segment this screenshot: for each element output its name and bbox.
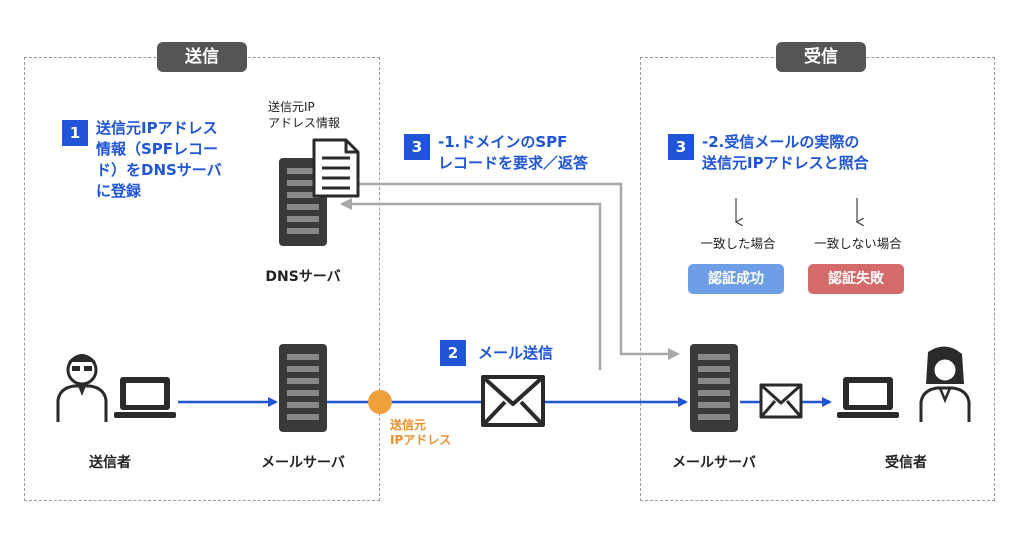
sender-mail-server-icon — [279, 344, 327, 432]
receiver-person-icon — [919, 346, 971, 422]
sender-person-icon — [56, 354, 108, 422]
dns-doc-label: 送信元IP アドレス情報 — [268, 100, 341, 130]
step1-badge: 1 — [62, 120, 88, 146]
step3-2-badge: 3 — [668, 134, 694, 160]
sender-zone-label: 送信 — [157, 42, 247, 72]
dns-server-label: DNSサーバ — [265, 269, 341, 285]
receiver-laptop-icon — [837, 377, 899, 418]
sender-label: 送信者 — [89, 455, 131, 471]
auth-success-badge: 認証成功 — [688, 264, 784, 294]
step1-text: 送信元IPアドレス 情報（SPFレコー ド）をDNSサーバ に登録 — [96, 119, 222, 200]
receiver-label: 受信者 — [885, 455, 927, 471]
small-envelope-icon — [759, 383, 803, 419]
sender-ip-dot — [368, 390, 392, 414]
step3-2-text: -2.受信メールの実際の 送信元IPアドレスと照合 — [702, 133, 869, 172]
match-condition: 一致した場合 — [700, 236, 776, 251]
receiver-mail-server-label: メールサーバ — [672, 455, 756, 471]
step3-1-badge: 3 — [404, 134, 430, 160]
sender-laptop-icon — [114, 377, 176, 418]
step3-1-text: -1.ドメインのSPF レコードを要求／返答 — [438, 133, 589, 172]
document-icon — [312, 138, 360, 198]
sender-ip-label: 送信元 IPアドレス — [390, 418, 452, 447]
auth-failure-badge: 認証失敗 — [808, 264, 904, 294]
step2-badge: 2 — [440, 340, 466, 366]
spf-response-arrow — [340, 198, 602, 370]
envelope-icon — [481, 375, 545, 427]
receiver-zone-label: 受信 — [776, 42, 866, 72]
receiver-mail-server-icon — [690, 344, 738, 432]
sender-mail-server-label: メールサーバ — [261, 455, 345, 471]
mismatch-condition: 一致しない場合 — [814, 236, 902, 251]
step2-text: メール送信 — [478, 344, 554, 362]
spf-request-arrow — [342, 182, 680, 360]
